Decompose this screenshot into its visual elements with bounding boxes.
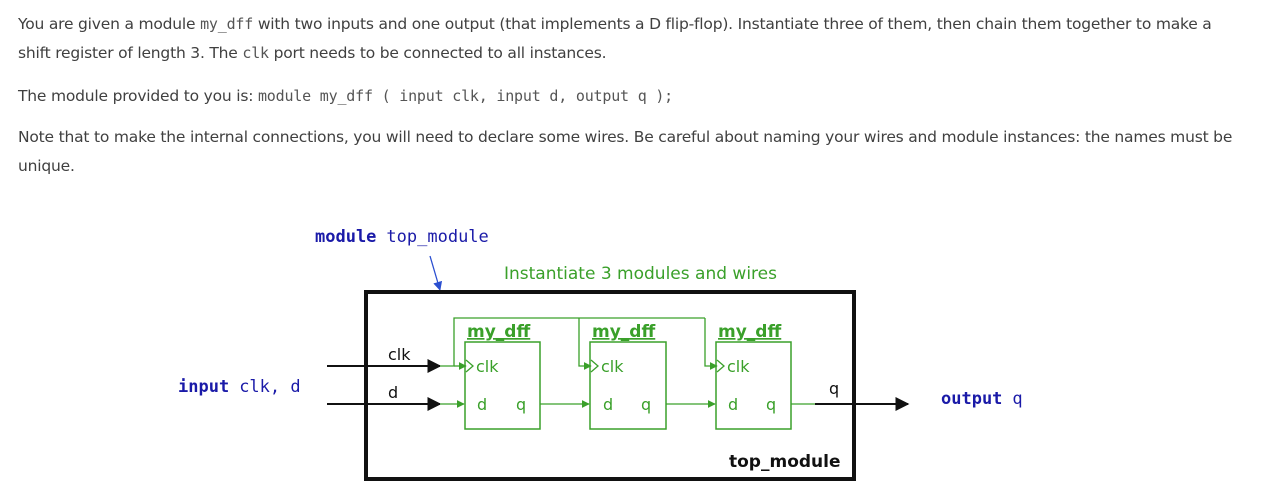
dff-1-clk-port: clk [476, 357, 499, 376]
dff-instance-2: my_dff clk d q [589, 322, 667, 430]
intro-paragraph: You are given a module my_dff with two i… [18, 10, 1238, 68]
dff-1-body [464, 341, 541, 430]
module-keyword: module [315, 227, 376, 247]
module-provided-text: The module provided to you is: [18, 87, 258, 105]
module-pointer-arrow [429, 255, 443, 291]
dff-2-q-port: q [641, 395, 651, 414]
clk-wire-3 [704, 318, 718, 370]
dff-2-body [589, 341, 667, 430]
input-keyword: input [178, 377, 229, 397]
output-name: q [1012, 389, 1022, 409]
dff-2-clk-port: clk [601, 357, 624, 376]
module-provided-code: module my_dff ( input clk, input d, outp… [257, 87, 674, 105]
dff-1-q-port: q [516, 395, 526, 414]
dff-1-d-port: d [477, 395, 487, 414]
dff-3-body [715, 341, 792, 430]
inputs-declaration: input clk, d [178, 377, 301, 397]
wires-note-paragraph: Note that to make the internal connectio… [18, 123, 1238, 181]
port-d-label: d [388, 383, 398, 402]
dff-3-q-port: q [766, 395, 776, 414]
output-keyword: output [941, 389, 1002, 409]
dff-3-name: my_dff [718, 322, 781, 342]
dff-instance-1: my_dff clk d q [464, 322, 541, 430]
dff-3-clock-triangle [716, 359, 725, 373]
input-names: clk, d [239, 377, 300, 397]
top-module-box [364, 290, 856, 481]
dff-1-clock-triangle [465, 359, 474, 373]
dff-3-d-port: d [728, 395, 738, 414]
module-declaration: module top_module [315, 227, 489, 247]
dff-1-name: my_dff [467, 322, 530, 342]
dff-2-clock-triangle [590, 359, 599, 373]
intro-code-my-dff: my_dff [200, 15, 254, 33]
dff-3-clk-port: clk [727, 357, 750, 376]
annotation-text: Instantiate 3 modules and wires [504, 264, 777, 284]
dff-2-d-port: d [603, 395, 613, 414]
dff-instance-3: my_dff clk d q [715, 322, 792, 430]
port-q-label: q [829, 379, 839, 398]
dff-2-name: my_dff [592, 322, 655, 342]
intro-text-1: You are given a module [18, 15, 201, 33]
container-label: top_module [729, 452, 841, 472]
wires-note-text: Note that to make the internal connectio… [18, 128, 1233, 175]
intro-text-2: with two inputs and one output (that imp… [18, 15, 1212, 62]
port-clk-label: clk [388, 345, 411, 364]
intro-text-3: port needs to be connected to all instan… [268, 44, 607, 62]
module-provided-paragraph: The module provided to you is: module my… [18, 82, 673, 111]
intro-code-clk: clk [242, 44, 269, 62]
clk-wire-2 [578, 318, 592, 370]
module-name: top_module [386, 227, 488, 247]
